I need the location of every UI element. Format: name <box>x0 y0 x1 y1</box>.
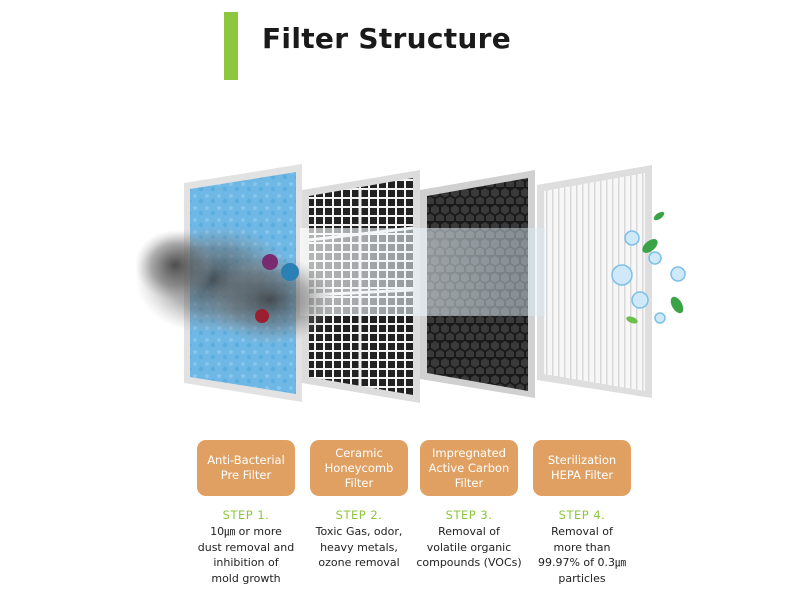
step-4: STEP 4. <box>558 508 606 522</box>
smoke-particles-icon <box>135 225 335 345</box>
step-2: STEP 2. <box>335 508 383 522</box>
step-3-description: Removal of volatile organic compounds (V… <box>416 525 522 569</box>
step-2-description: Toxic Gas, odor, heavy metals, ozone rem… <box>315 525 403 569</box>
step-1-description: 10㎛ or more dust removal and inhibition … <box>197 525 295 585</box>
filter-label-3: Impregnated Active Carbon Filter <box>420 440 518 496</box>
filter-label-1: Anti-Bacterial Pre Filter <box>197 440 295 496</box>
hepa-filter-icon <box>537 165 652 398</box>
step-1: STEP 1. <box>222 508 270 522</box>
title-accent-bar <box>224 12 238 80</box>
step-4-description: Removal of more than 99.97% of 0.3㎛ part… <box>537 525 627 585</box>
step-3: STEP 3. <box>445 508 493 522</box>
airflow-band <box>300 228 545 316</box>
filter-label-4: Sterilization HEPA Filter <box>533 440 631 496</box>
clean-air-icon <box>611 211 686 324</box>
page-title: Filter Structure <box>262 22 512 55</box>
filter-label-2: Ceramic Honeycomb Filter <box>310 440 408 496</box>
filter-layers-illustration <box>135 164 686 403</box>
